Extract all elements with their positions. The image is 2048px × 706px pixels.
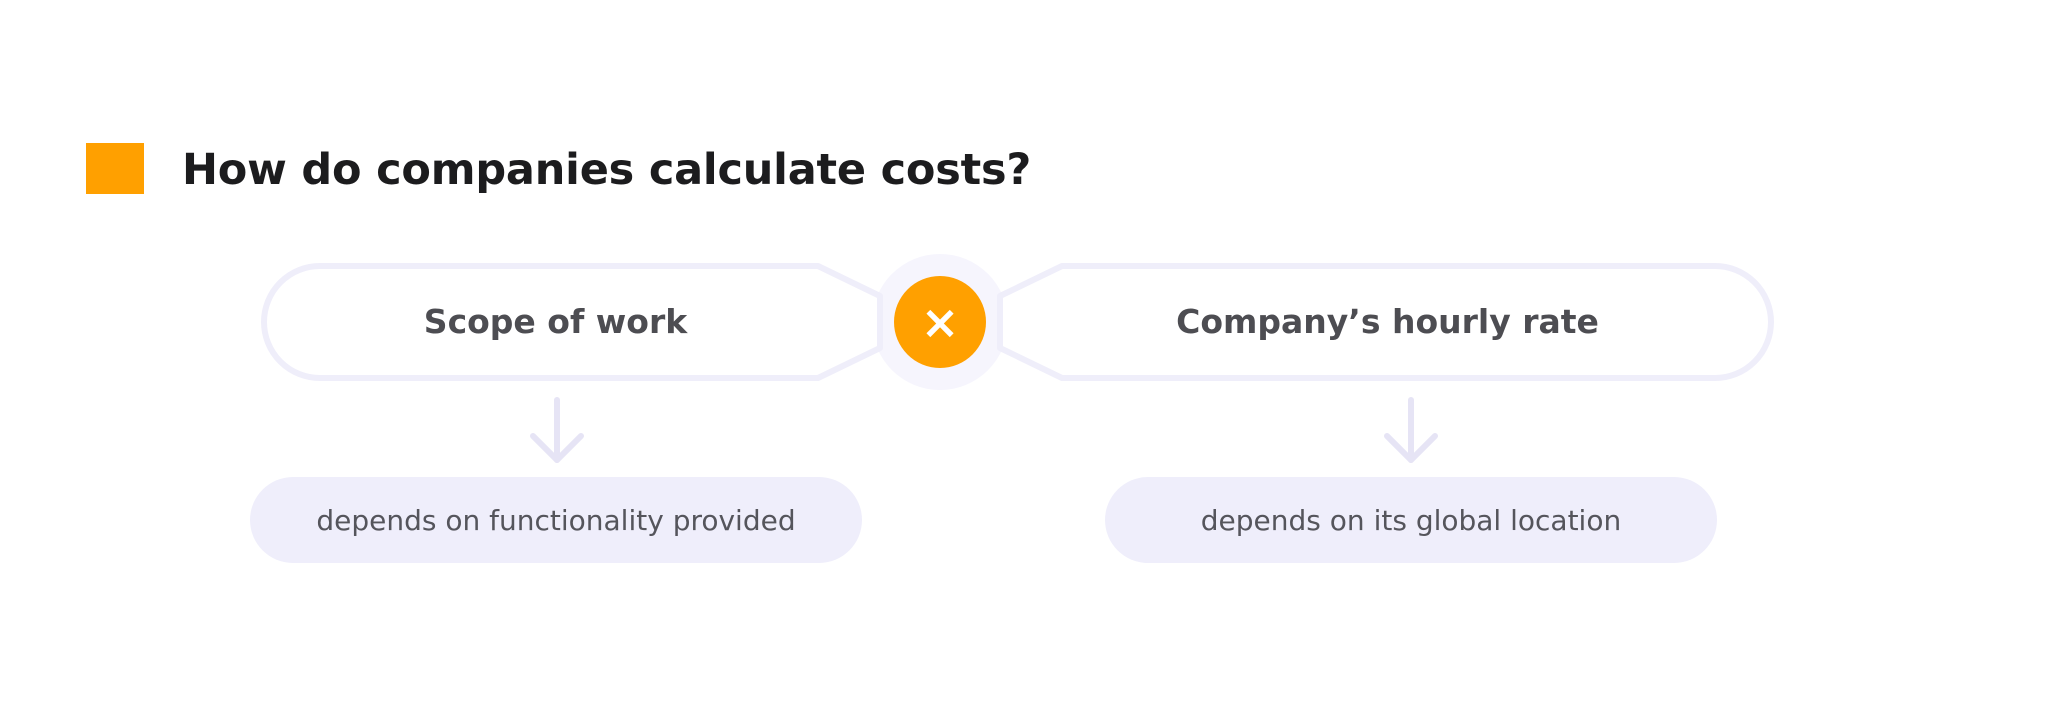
scope-note-box: depends on functionality provided [250,477,862,563]
title-accent-square [86,143,144,194]
right-down-arrow-icon [1384,397,1438,463]
left-pill-outline [261,263,883,381]
rate-note-box: depends on its global location [1105,477,1717,563]
rate-note-text: depends on its global location [1200,503,1622,537]
hourly-rate-label: Company’s hourly rate [1176,302,1599,341]
scope-of-work-label: Scope of work [423,302,688,341]
left-down-arrow-icon [530,397,584,463]
multiply-icon: × [920,295,960,349]
scope-note-text: depends on functionality provided [316,503,796,537]
page-title: How do companies calculate costs? [182,145,1032,195]
multiply-operator: × [894,276,986,368]
right-pill-outline [997,263,1774,381]
